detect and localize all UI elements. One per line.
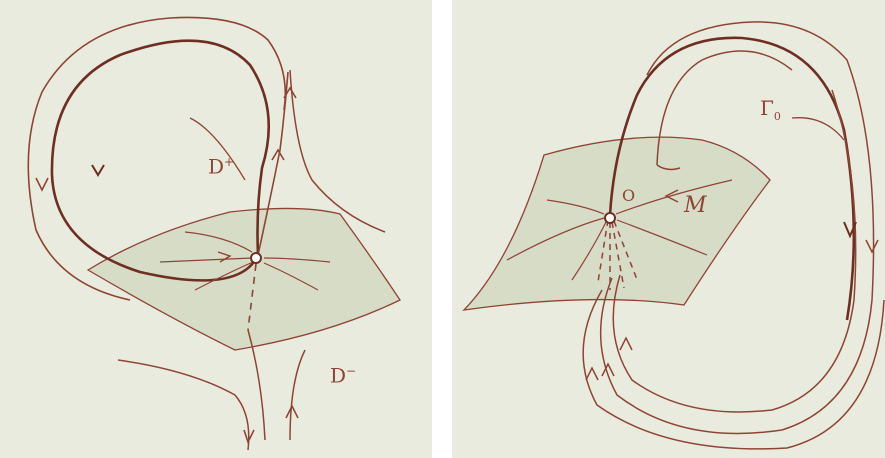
manifold-label: M: [684, 195, 707, 217]
equilibrium-point-o: [605, 213, 615, 223]
o-point-label: O: [622, 188, 635, 204]
right-figure-panel: Γ0 O M: [452, 0, 885, 458]
d-minus-label: D−: [330, 365, 356, 386]
right-figure-drawing: [452, 0, 885, 458]
d-plus-label: D+: [208, 156, 234, 177]
gamma-zero-label: Γ0: [760, 98, 781, 122]
left-figure-panel: D+ D−: [0, 0, 432, 458]
left-figure-drawing: [0, 0, 432, 458]
saddle-point-marker: [251, 253, 261, 263]
